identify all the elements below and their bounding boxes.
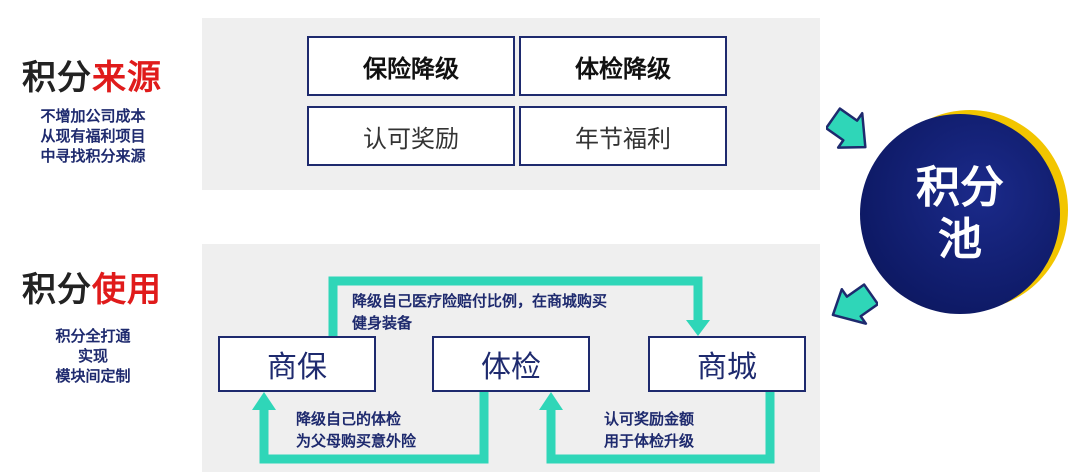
flow-line-left bbox=[259, 392, 489, 464]
usage-title: 积分使用 bbox=[22, 262, 162, 311]
note-top: 降级自己医疗险赔付比例，在商城购买 健身装备 bbox=[352, 290, 607, 334]
source-item-checkup-downgrade: 体检降级 bbox=[519, 36, 727, 96]
usage-title-highlight: 使用 bbox=[92, 270, 162, 310]
node-mall: 商城 bbox=[648, 336, 806, 392]
note-top-line2: 健身装备 bbox=[352, 314, 413, 332]
note-right-line2: 用于体检升级 bbox=[604, 432, 695, 450]
source-item-recognition-reward: 认可奖励 bbox=[307, 106, 515, 166]
note-left-line1: 降级自己的体检 bbox=[296, 410, 402, 428]
note-right: 认可奖励金额 用于体检升级 bbox=[604, 408, 694, 452]
pool-label: 积分 池 bbox=[900, 162, 1020, 266]
usage-desc-line: 积分全打通 bbox=[55, 327, 131, 345]
node-commercial-insurance: 商保 bbox=[218, 336, 376, 392]
source-desc-line: 从现有福利项目 bbox=[40, 127, 146, 145]
source-desc-line: 不增加公司成本 bbox=[40, 107, 146, 125]
flow-arrowhead-right bbox=[539, 392, 563, 410]
source-title-plain: 积分 bbox=[22, 58, 92, 98]
source-title-highlight: 来源 bbox=[92, 58, 162, 98]
pool-label-line2: 池 bbox=[938, 214, 982, 265]
points-pool: 积分 池 bbox=[860, 110, 1068, 318]
source-title: 积分来源 bbox=[22, 50, 162, 99]
pool-label-line1: 积分 bbox=[916, 162, 1004, 213]
source-item-holiday-benefit: 年节福利 bbox=[519, 106, 727, 166]
note-left: 降级自己的体检 为父母购买意外险 bbox=[296, 408, 416, 452]
flow-line-top bbox=[328, 276, 703, 336]
source-desc-line: 中寻找积分来源 bbox=[40, 147, 146, 165]
source-description: 不增加公司成本 从现有福利项目 中寻找积分来源 bbox=[8, 106, 178, 166]
usage-title-plain: 积分 bbox=[22, 270, 92, 310]
usage-description: 积分全打通 实现 模块间定制 bbox=[8, 326, 178, 386]
note-left-line2: 为父母购买意外险 bbox=[296, 432, 417, 450]
flow-arrowhead-left bbox=[252, 392, 276, 410]
source-item-insurance-downgrade: 保险降级 bbox=[307, 36, 515, 96]
pool-circle: 积分 池 bbox=[860, 114, 1060, 314]
note-right-line1: 认可奖励金额 bbox=[604, 410, 695, 428]
note-top-line1: 降级自己医疗险赔付比例，在商城购买 bbox=[352, 292, 608, 310]
usage-desc-line: 实现 bbox=[77, 347, 108, 365]
usage-desc-line: 模块间定制 bbox=[55, 367, 131, 385]
flow-line-right bbox=[546, 392, 775, 464]
arrow-to-pool-icon bbox=[826, 107, 867, 149]
node-health-checkup: 体检 bbox=[432, 336, 590, 392]
flow-arrowhead-top bbox=[686, 320, 710, 336]
arrow-from-pool-icon bbox=[831, 283, 878, 325]
